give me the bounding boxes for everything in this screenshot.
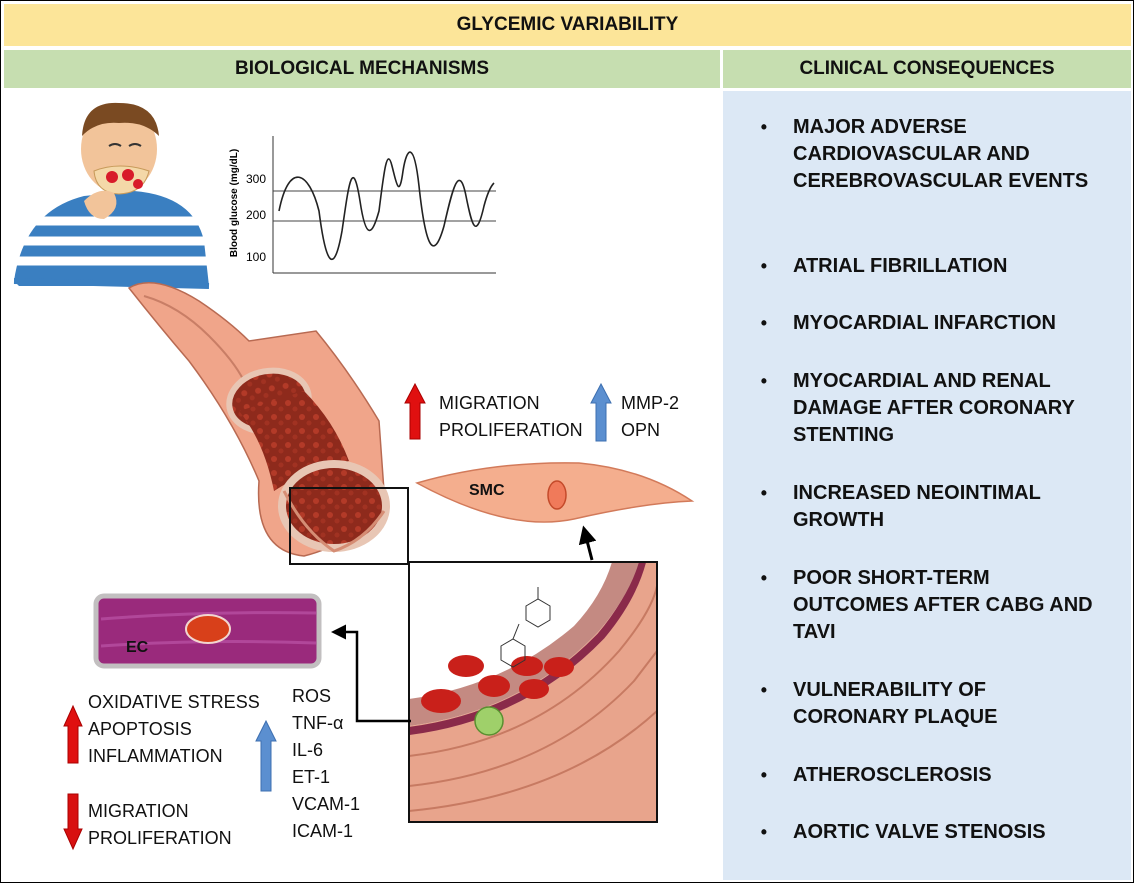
arrow-to-ec bbox=[331, 624, 411, 723]
arrow-to-smc bbox=[578, 525, 597, 561]
list-item: •MAJOR ADVERSE CARDIOVASCULAR AND CEREBR… bbox=[723, 114, 1131, 195]
y-tick-label: 100 bbox=[246, 250, 266, 264]
ec-effect-oxidative-stress: OXIDATIVE STRESS bbox=[88, 692, 260, 712]
consequence-text: ATHEROSCLEROSIS bbox=[793, 764, 992, 786]
consequence-text: POOR SHORT-TERM OUTCOMES AFTER CABG AND … bbox=[793, 567, 1093, 643]
glucose-curve bbox=[278, 151, 495, 261]
ec-marker-et1: ET-1 bbox=[292, 767, 330, 787]
consequence-text: MYOCARDIAL AND RENAL DAMAGE AFTER CORONA… bbox=[793, 370, 1075, 446]
smc-cell: SMC bbox=[415, 462, 695, 523]
list-item: •MYOCARDIAL INFARCTION bbox=[723, 310, 1131, 337]
consequence-text: INCREASED NEOINTIMAL GROWTH bbox=[793, 482, 1041, 531]
ec-effect-inflammation: INFLAMMATION bbox=[88, 746, 223, 766]
list-item: •POOR SHORT-TERM OUTCOMES AFTER CABG AND… bbox=[723, 565, 1131, 646]
ec-marker-ros: ROS bbox=[292, 686, 331, 706]
clinical-consequences-panel: •MAJOR ADVERSE CARDIOVASCULAR AND CEREBR… bbox=[723, 91, 1131, 880]
y-tick-label: 300 bbox=[246, 172, 266, 186]
consequence-text: AORTIC VALVE STENOSIS bbox=[793, 821, 1046, 843]
ec-marker-il6: IL-6 bbox=[292, 740, 323, 760]
y-tick-label: 200 bbox=[246, 208, 266, 222]
blood-vessel-illustration bbox=[127, 282, 390, 557]
y-axis-label: Blood glucose (mg/dL) bbox=[229, 149, 240, 257]
consequence-text: VULNERABILITY OF CORONARY PLAQUE bbox=[793, 679, 998, 728]
ec-marker-vcam1: VCAM-1 bbox=[292, 794, 360, 814]
mechanisms-diagram: 300 200 100 Blood glucose (mg/dL) bbox=[13, 102, 695, 851]
zoom-box-vessel bbox=[289, 487, 409, 565]
vessel-wall-zoom bbox=[408, 560, 658, 822]
up-arrow-red bbox=[404, 382, 426, 440]
list-item: •AORTIC VALVE STENOSIS bbox=[723, 819, 1131, 846]
ec-effect-apoptosis: APOPTOSIS bbox=[88, 719, 192, 739]
clinical-consequences-header: CLINICAL CONSEQUENCES bbox=[723, 50, 1131, 88]
ec-cell: EC bbox=[93, 593, 322, 669]
consequence-text: MYOCARDIAL INFARCTION bbox=[793, 312, 1056, 334]
zoom-box-wall bbox=[408, 561, 658, 823]
list-item: •INCREASED NEOINTIMAL GROWTH bbox=[723, 480, 1131, 534]
ec-label: EC bbox=[126, 639, 149, 656]
consequence-text: MAJOR ADVERSE CARDIOVASCULAR AND CEREBRO… bbox=[793, 116, 1089, 192]
list-item: •MYOCARDIAL AND RENAL DAMAGE AFTER CORON… bbox=[723, 368, 1131, 449]
ec-effect-migration: MIGRATION bbox=[88, 801, 189, 821]
up-arrow-blue bbox=[255, 719, 277, 792]
list-item: •ATRIAL FIBRILLATION bbox=[723, 253, 1131, 280]
list-item: •VULNERABILITY OF CORONARY PLAQUE bbox=[723, 677, 1131, 731]
biological-mechanisms-header: BIOLOGICAL MECHANISMS bbox=[4, 50, 720, 88]
up-arrow-red bbox=[63, 704, 83, 764]
ec-marker-tnf-alpha: TNF-α bbox=[292, 713, 343, 733]
up-arrow-blue bbox=[590, 382, 612, 442]
figure-title: GLYCEMIC VARIABILITY bbox=[4, 4, 1131, 46]
smc-marker-mmp2: MMP-2 bbox=[621, 393, 679, 413]
smc-label: SMC bbox=[469, 482, 505, 499]
person-eating-illustration bbox=[13, 102, 210, 289]
consequence-text: ATRIAL FIBRILLATION bbox=[793, 255, 1008, 277]
ec-marker-icam1: ICAM-1 bbox=[292, 821, 353, 841]
list-item: •ATHEROSCLEROSIS bbox=[723, 762, 1131, 789]
ec-effect-proliferation: PROLIFERATION bbox=[88, 828, 232, 848]
smc-marker-opn: OPN bbox=[621, 420, 660, 440]
smc-effect-proliferation: PROLIFERATION bbox=[439, 420, 583, 440]
down-arrow-red bbox=[63, 793, 83, 851]
blood-glucose-chart: 300 200 100 Blood glucose (mg/dL) bbox=[229, 136, 496, 274]
smc-effect-migration: MIGRATION bbox=[439, 393, 540, 413]
